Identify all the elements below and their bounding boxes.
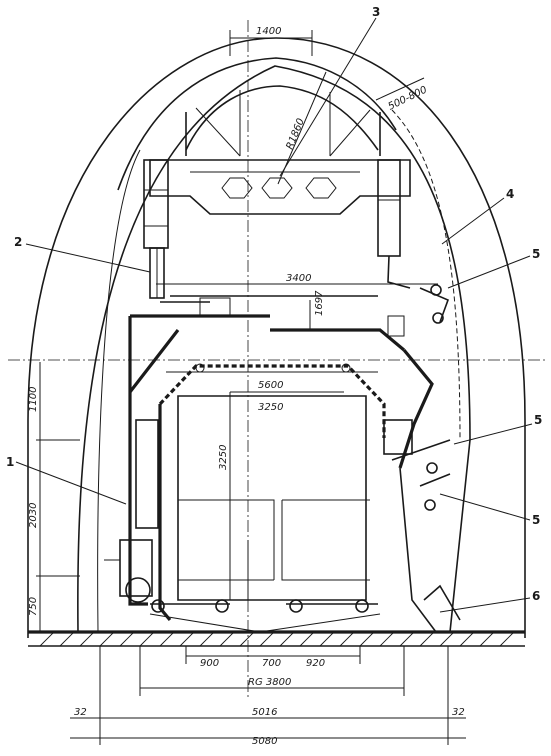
leader-2	[25, 243, 151, 273]
callout-1: 1	[6, 455, 14, 469]
callout-labels: 1 2 3 4 5 5 5 6	[6, 5, 542, 603]
wheel	[215, 599, 229, 613]
lining-left-inner-edge	[97, 149, 141, 633]
leader-6	[439, 597, 531, 613]
dim-edge-right: 32	[452, 707, 465, 718]
dim-bottom-left: 900	[200, 658, 219, 669]
dim-span-inner: 5016	[252, 707, 277, 718]
dim-bottom-mid: 700	[262, 658, 281, 669]
leader-1	[15, 461, 127, 505]
dim-edge-left: 32	[74, 707, 87, 718]
upper-cross-beam	[149, 159, 411, 215]
callout-6: 6	[532, 589, 540, 603]
lining-right-hatch-edge	[391, 109, 461, 441]
dim-left-upper: 1100	[28, 387, 39, 412]
dim-cabin-height: 3250	[218, 445, 229, 470]
callout-5c: 5	[532, 513, 540, 527]
beam-body	[149, 159, 411, 215]
dimension-lines	[36, 77, 466, 745]
vehicle-cabin	[177, 395, 370, 601]
leader-4	[441, 197, 505, 245]
hex-opening	[261, 177, 293, 199]
crown-support-arch	[117, 30, 397, 191]
leader-5c	[439, 493, 531, 521]
right-hydraulic-column	[377, 159, 411, 289]
upper-platform	[130, 295, 406, 352]
dim-span-outer: 5080	[252, 736, 277, 747]
leader-5a	[447, 255, 531, 289]
wheel	[355, 599, 369, 613]
arch-outer-rib	[117, 57, 397, 191]
dim-track-gauge: RG 3800	[248, 677, 291, 688]
bogies	[149, 599, 381, 633]
dim-top-width: 1400	[256, 26, 281, 37]
ground-invert	[28, 630, 525, 647]
callout-3: 3	[372, 5, 380, 19]
leader-lines	[15, 17, 533, 613]
leader-5b	[453, 423, 533, 445]
hex-opening	[221, 177, 253, 199]
dim-radius: R1860	[285, 117, 307, 151]
dim-cabin-width: 3250	[258, 402, 283, 413]
dim-left-lower: 750	[28, 597, 39, 616]
inner-lining-line	[77, 65, 471, 633]
right-side-mechanism	[383, 284, 461, 633]
arch-inner-rib	[185, 85, 379, 151]
left-hydraulic-column	[143, 159, 169, 299]
left-main-frame	[104, 316, 180, 606]
dim-bottom-right: 920	[306, 658, 325, 669]
dim-crown-thickness: 500-800	[386, 84, 428, 112]
invert-hatching	[39, 631, 515, 647]
callout-2: 2	[14, 235, 22, 249]
dimension-labels: 1400 R1860 500-800 3400 1697 5600 3250 3…	[28, 26, 465, 747]
wheel	[289, 599, 303, 613]
dim-small: 1697	[314, 290, 325, 316]
wheel	[151, 599, 165, 613]
dim-left-middle: 2030	[28, 503, 39, 528]
dim-inner-width: 5600	[258, 380, 283, 391]
leader-3	[279, 17, 377, 177]
outer-excavation-line	[27, 37, 526, 638]
tunnel-outline	[27, 37, 526, 638]
hex-opening	[305, 177, 337, 199]
dim-frame-width: 3400	[286, 273, 311, 284]
callout-5a: 5	[532, 247, 540, 261]
callout-4: 4	[506, 187, 514, 201]
callout-5b: 5	[534, 413, 542, 427]
